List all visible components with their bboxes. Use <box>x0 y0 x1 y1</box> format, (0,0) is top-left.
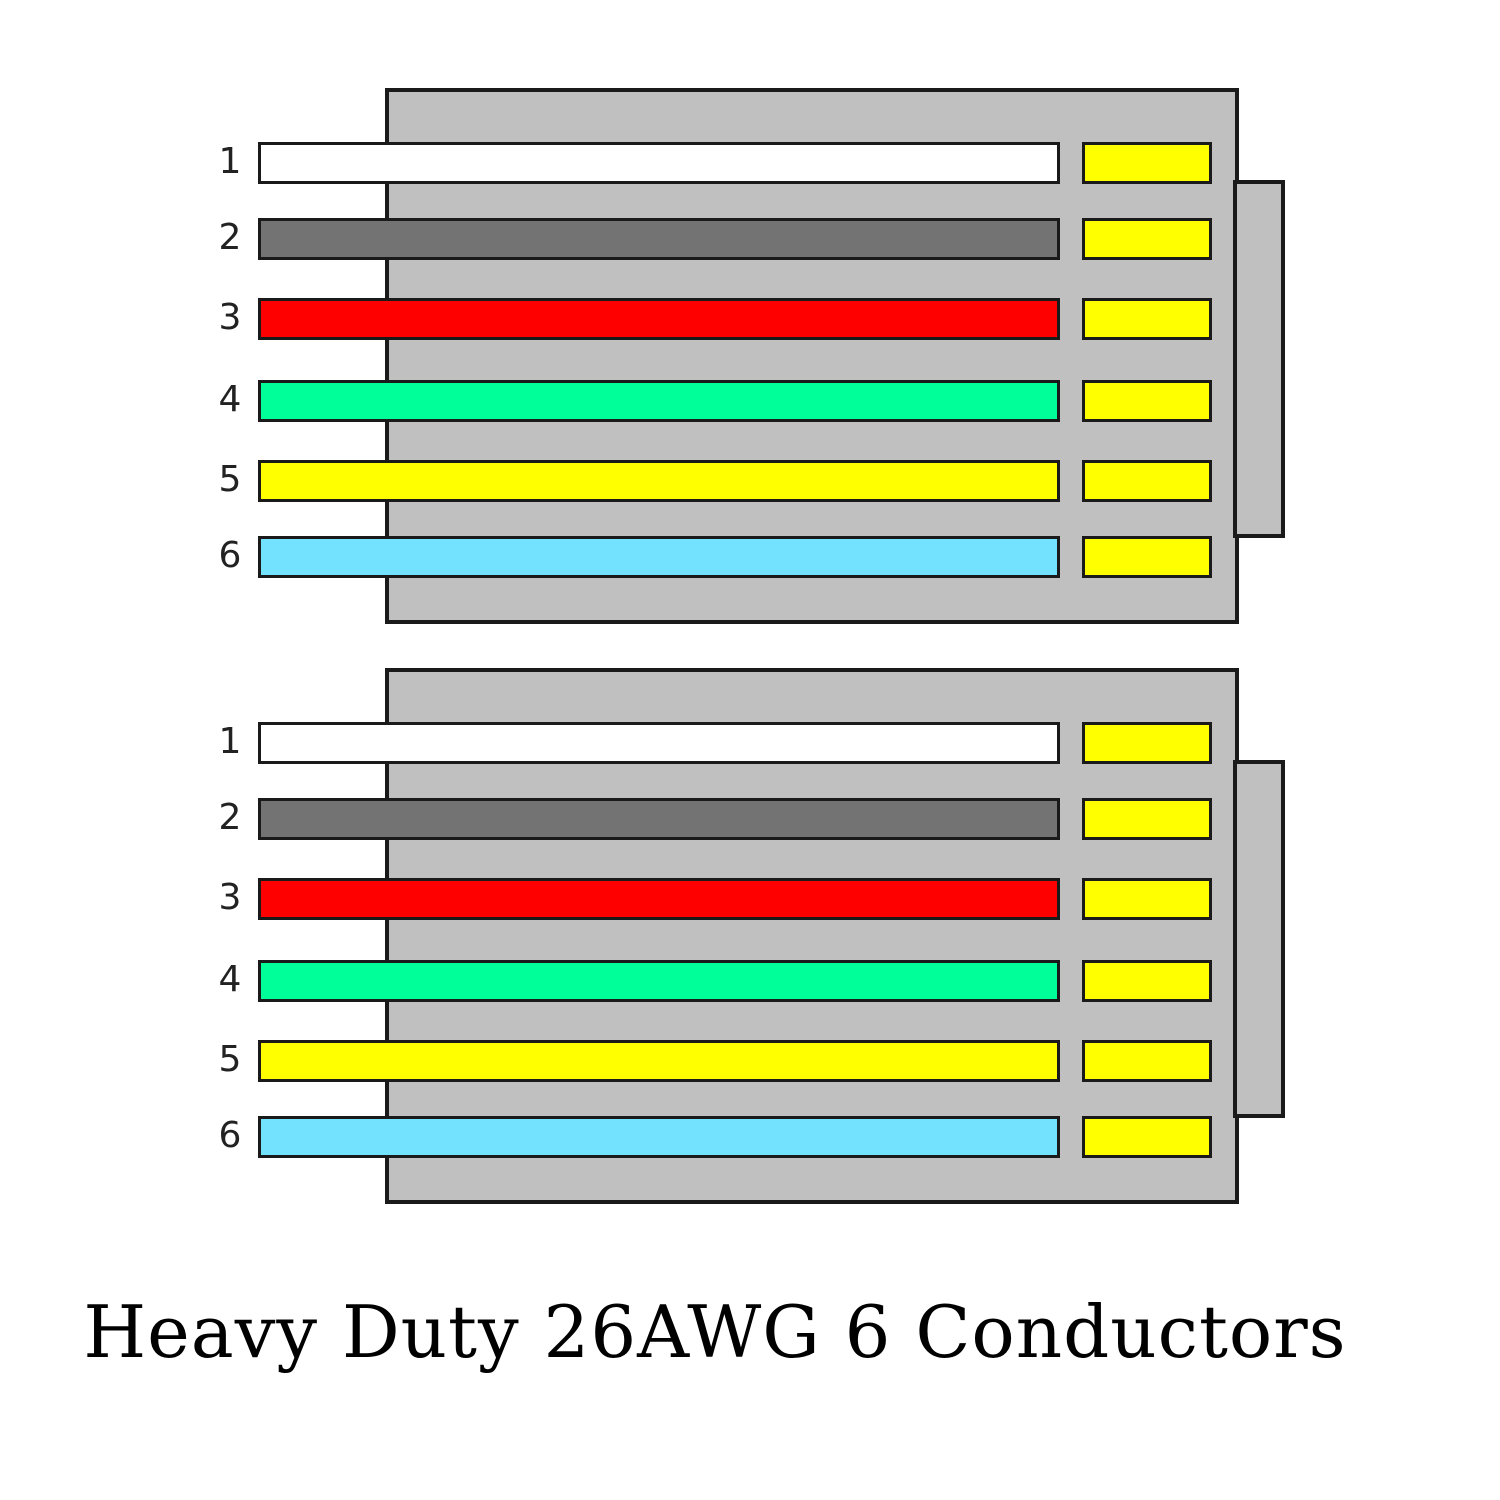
wire-pin-1 <box>258 722 1060 764</box>
wire-pin-5 <box>258 460 1060 502</box>
contact-pin-4 <box>1082 960 1212 1002</box>
pin-label-1: 1 <box>218 721 242 762</box>
contact-pin-2 <box>1082 218 1212 260</box>
pin-label-2: 2 <box>218 797 242 838</box>
contact-pin-1 <box>1082 722 1212 764</box>
contact-pin-3 <box>1082 878 1212 920</box>
pin-label-4: 4 <box>218 959 242 1000</box>
connector-latch <box>1233 180 1285 538</box>
wire-pin-3 <box>258 298 1060 340</box>
wire-pin-2 <box>258 798 1060 840</box>
wire-pin-6 <box>258 1116 1060 1158</box>
wire-pin-3 <box>258 878 1060 920</box>
wire-pin-4 <box>258 380 1060 422</box>
contact-pin-6 <box>1082 536 1212 578</box>
contact-pin-3 <box>1082 298 1212 340</box>
wire-pin-4 <box>258 960 1060 1002</box>
pin-label-2: 2 <box>218 217 242 258</box>
contact-pin-6 <box>1082 1116 1212 1158</box>
pin-label-5: 5 <box>218 459 242 500</box>
contact-pin-4 <box>1082 380 1212 422</box>
contact-pin-5 <box>1082 1040 1212 1082</box>
connector-bottom: 1 2 3 4 5 6 <box>0 668 1500 1208</box>
pin-label-5: 5 <box>218 1039 242 1080</box>
diagram-caption: Heavy Duty 26AWG 6 Conductors <box>83 1290 1347 1374</box>
contact-pin-1 <box>1082 142 1212 184</box>
pin-label-4: 4 <box>218 379 242 420</box>
pin-label-3: 3 <box>218 877 242 918</box>
pin-label-1: 1 <box>218 141 242 182</box>
contact-pin-2 <box>1082 798 1212 840</box>
pin-label-3: 3 <box>218 297 242 338</box>
wire-pin-2 <box>258 218 1060 260</box>
contact-pin-5 <box>1082 460 1212 502</box>
wire-pin-6 <box>258 536 1060 578</box>
pin-label-6: 6 <box>218 535 242 576</box>
wire-pin-5 <box>258 1040 1060 1082</box>
pin-label-6: 6 <box>218 1115 242 1156</box>
connector-latch <box>1233 760 1285 1118</box>
connector-top: 1 2 3 4 5 6 <box>0 88 1500 628</box>
wire-pin-1 <box>258 142 1060 184</box>
